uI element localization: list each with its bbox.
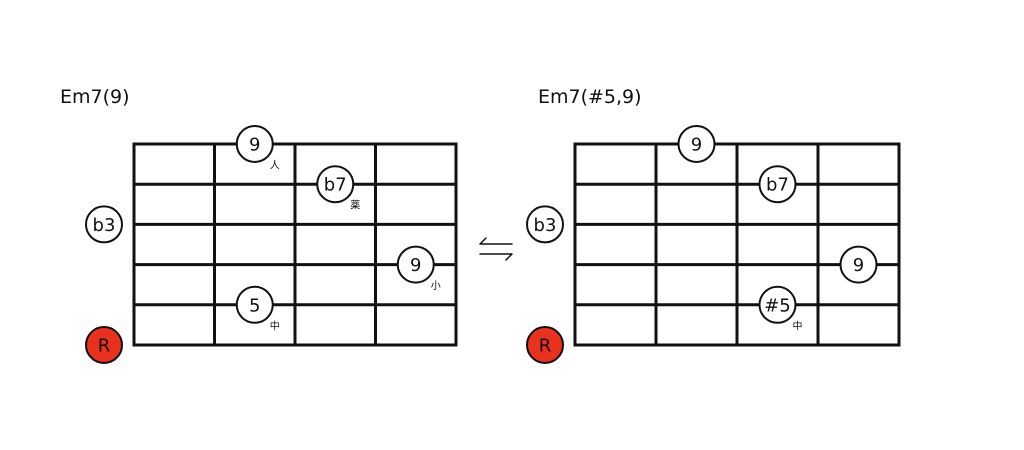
note-interval-label: 9 xyxy=(410,255,421,276)
finger-label: 小 xyxy=(431,280,441,292)
note-interval-label: R xyxy=(98,336,111,357)
chord-diagram-right: Em7(#5,9) 9 b7 b3 9 #5中 R xyxy=(526,86,901,364)
note-circle xyxy=(85,205,123,244)
note-interval-label: b3 xyxy=(93,215,116,236)
note-interval-label: b7 xyxy=(766,175,789,196)
arrow-right-line xyxy=(479,253,513,261)
note-circle xyxy=(758,165,797,204)
note-circle xyxy=(677,125,716,163)
chord-title-right: Em7(#5,9) xyxy=(538,86,642,108)
note-marker: #5中 xyxy=(758,285,803,332)
root-note-circle xyxy=(85,326,123,364)
note-circle xyxy=(235,285,274,324)
note-marker: b7薬 xyxy=(316,165,360,212)
chord-title-left: Em7(9) xyxy=(60,86,130,108)
note-circle xyxy=(526,205,564,244)
finger-label: 薬 xyxy=(350,200,360,212)
note-circle xyxy=(396,245,435,284)
note-interval-label: b3 xyxy=(534,215,557,236)
note-marker: 9人 xyxy=(235,125,280,172)
note-interval-label: 9 xyxy=(853,255,864,276)
note-circle xyxy=(758,285,797,324)
note-marker: 9 xyxy=(677,125,716,163)
root-note-circle xyxy=(526,326,564,364)
root-note-marker: R xyxy=(85,326,123,364)
note-marker: b3 xyxy=(85,205,123,244)
note-interval-label: R xyxy=(539,336,552,357)
arrow-left-line xyxy=(479,237,513,245)
note-marker: 9 xyxy=(839,245,878,284)
note-circle xyxy=(316,165,355,204)
note-circle xyxy=(235,125,274,163)
note-interval-label: 9 xyxy=(249,135,260,156)
note-marker: b7 xyxy=(758,165,797,204)
note-interval-label: #5 xyxy=(764,295,791,316)
note-interval-label: 5 xyxy=(249,295,260,316)
left-right-exchange-arrows-icon xyxy=(479,237,513,261)
finger-label: 中 xyxy=(270,319,280,332)
note-marker: b3 xyxy=(526,205,564,244)
note-circle xyxy=(839,245,878,284)
note-marker: 9小 xyxy=(396,245,441,292)
finger-label: 中 xyxy=(793,319,803,332)
note-marker: 5中 xyxy=(235,285,280,332)
note-interval-label: b7 xyxy=(324,175,347,196)
root-note-marker: R xyxy=(526,326,564,364)
note-interval-label: 9 xyxy=(691,135,702,156)
finger-label: 人 xyxy=(270,160,280,172)
